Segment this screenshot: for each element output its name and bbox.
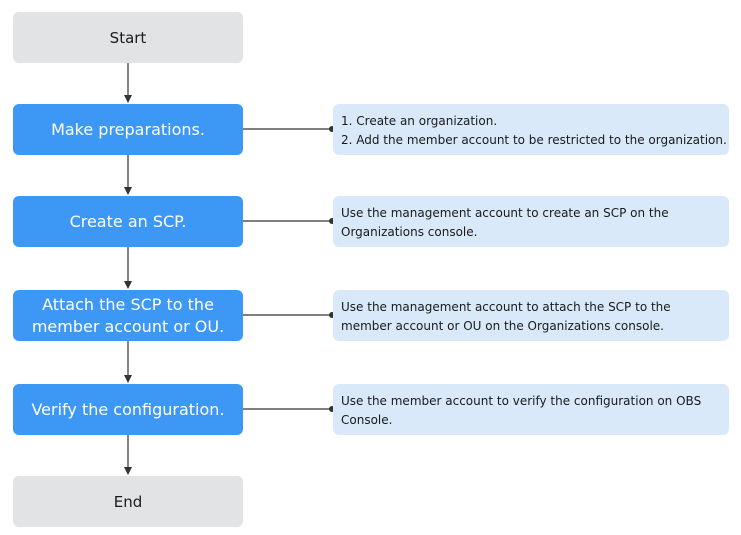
note-line: 2. Add the member account to be restrict… <box>341 133 727 147</box>
note-line: Use the management account to create an … <box>341 206 669 220</box>
end-label: End <box>113 492 143 511</box>
note-line: Use the management account to attach the… <box>341 300 671 314</box>
step-label: Attach the SCP to the member account or … <box>31 294 225 336</box>
note-create-scp: Use the management account to create an … <box>333 196 729 247</box>
note-line: Console. <box>341 413 393 427</box>
start-label: Start <box>109 28 147 47</box>
step-attach-scp: Attach the SCP to the member account or … <box>13 290 243 341</box>
note-line: Use the member account to verify the con… <box>341 394 702 408</box>
step-label: Make preparations. <box>51 119 205 139</box>
note-make-preparations: 1. Create an organization. 2. Add the me… <box>333 104 729 155</box>
step-verify-configuration: Verify the configuration. <box>13 384 243 435</box>
step-label: Create an SCP. <box>69 211 187 231</box>
step-label: Verify the configuration. <box>31 399 225 419</box>
start-node: Start <box>13 12 243 63</box>
step-create-scp: Create an SCP. <box>13 196 243 247</box>
note-line: member account or OU on the Organization… <box>341 319 664 333</box>
note-attach-scp: Use the management account to attach the… <box>333 290 729 341</box>
note-verify-configuration: Use the member account to verify the con… <box>333 384 729 435</box>
note-line: 1. Create an organization. <box>341 114 498 128</box>
note-line: Organizations console. <box>341 225 478 239</box>
step-make-preparations: Make preparations. <box>13 104 243 155</box>
end-node: End <box>13 476 243 527</box>
